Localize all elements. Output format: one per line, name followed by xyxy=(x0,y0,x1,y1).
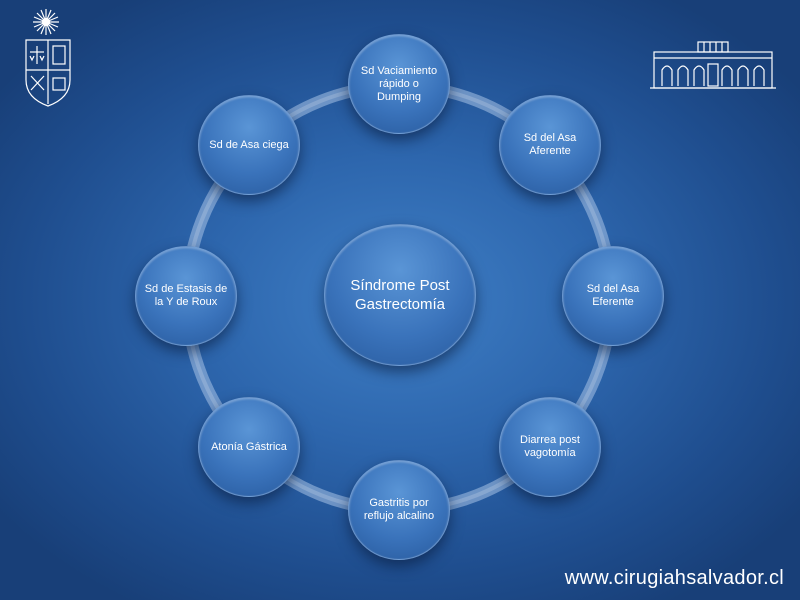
node-dumping: Sd Vaciamiento rápido o Dumping xyxy=(348,34,450,134)
node-efferent-loop: Sd del Asa Eferente xyxy=(562,246,664,346)
node-afferent-loop: Sd del Asa Aferente xyxy=(499,95,601,195)
node-label: Sd del Asa Eferente xyxy=(586,283,640,308)
node-post-vagotomy-diarrhea: Diarrea post vagotomía xyxy=(499,397,601,497)
node-roux-stasis: Sd de Estasis de la Y de Roux xyxy=(135,246,237,346)
website-url: www.cirugiahsalvador.cl xyxy=(564,567,784,589)
hospital-building-logo xyxy=(650,41,776,89)
node-label: Sd del Asa Aferente xyxy=(523,132,577,157)
node-label: Atonía Gástrica xyxy=(211,440,287,453)
node-blind-loop: Sd de Asa ciega xyxy=(198,95,300,195)
center-node: Síndrome Post Gastrectomía xyxy=(324,224,476,366)
node-label: Diarrea post vagotomía xyxy=(520,434,580,459)
university-shield-logo xyxy=(25,9,71,107)
node-label: Gastritis por reflujo alcalino xyxy=(363,497,435,522)
node-gastric-atony: Atonía Gástrica xyxy=(198,397,300,497)
center-node-label: Síndrome Post Gastrectomía xyxy=(350,277,450,313)
node-label: Sd Vaciamiento rápido o Dumping xyxy=(360,64,438,103)
node-label: Sd de Estasis de la Y de Roux xyxy=(144,283,228,308)
node-alkaline-reflux-gastritis: Gastritis por reflujo alcalino xyxy=(348,460,450,560)
node-label: Sd de Asa ciega xyxy=(209,138,289,151)
